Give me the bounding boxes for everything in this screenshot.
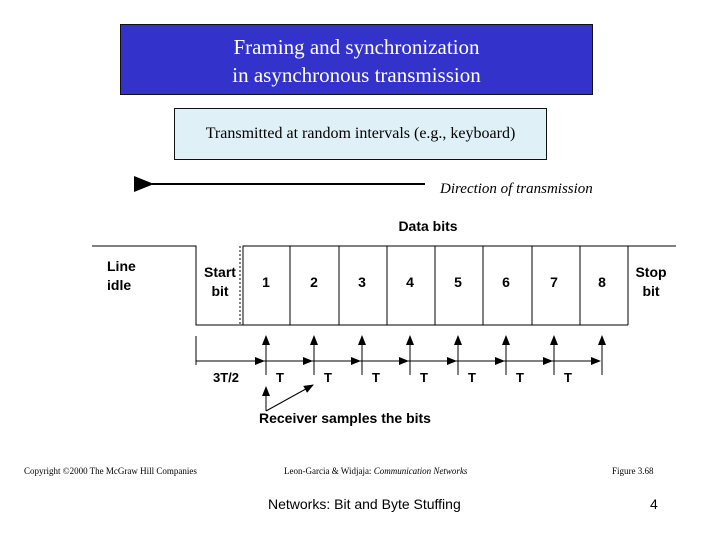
direction-label: Direction of transmission — [440, 181, 593, 197]
figure-number: Figure 3.68 — [612, 466, 654, 476]
start-bit-label-1: Start — [204, 264, 236, 280]
start-bit-label-2: bit — [211, 283, 228, 299]
title-line-1: Framing and synchronization — [233, 35, 480, 59]
signal-waveform — [92, 245, 628, 326]
line-idle-label-2: idle — [107, 277, 131, 293]
bit-label-3: 3 — [358, 274, 366, 290]
subtitle-text: Transmitted at random intervals (e.g., k… — [205, 125, 516, 142]
slide-title: Framing and synchronization in asynchron… — [120, 24, 593, 95]
receiver-label: Receiver samples the bits — [259, 410, 431, 426]
interval-label-start: 3T/2 — [213, 370, 239, 385]
title-line-2: in asynchronous transmission — [232, 63, 481, 87]
bit-label-1: 1 — [262, 274, 270, 290]
interval-label-3: T — [372, 370, 380, 385]
bit-label-7: 7 — [550, 274, 558, 290]
interval-label-4: T — [420, 370, 428, 385]
bit-label-5: 5 — [454, 274, 462, 290]
bit-label-2: 2 — [310, 274, 318, 290]
citation-book: Communication Networks — [373, 466, 468, 476]
interval-label-7: T — [564, 370, 572, 385]
line-idle-label-1: Line — [107, 258, 136, 274]
bit-label-4: 4 — [406, 274, 414, 290]
page-number: 4 — [650, 496, 658, 512]
interval-label-2: T — [324, 370, 332, 385]
interval-label-6: T — [516, 370, 524, 385]
interval-label-1: T — [276, 370, 284, 385]
interval-label-5: T — [468, 370, 476, 385]
citation: Leon-Garcia & Widjaja: Communication Net… — [284, 466, 467, 476]
stop-bit-label-1: Stop — [635, 264, 666, 280]
stop-bit-label-2: bit — [642, 283, 659, 299]
subtitle-box: Transmitted at random intervals (e.g., k… — [174, 108, 547, 160]
copyright: Copyright ©2000 The McGraw Hill Companie… — [24, 466, 197, 476]
bit-label-6: 6 — [502, 274, 510, 290]
data-bits-label: Data bits — [398, 218, 457, 234]
course-title: Networks: Bit and Byte Stuffing — [268, 496, 461, 512]
citation-authors: Leon-Garcia & Widjaja: — [284, 466, 374, 476]
bit-label-8: 8 — [598, 274, 606, 290]
